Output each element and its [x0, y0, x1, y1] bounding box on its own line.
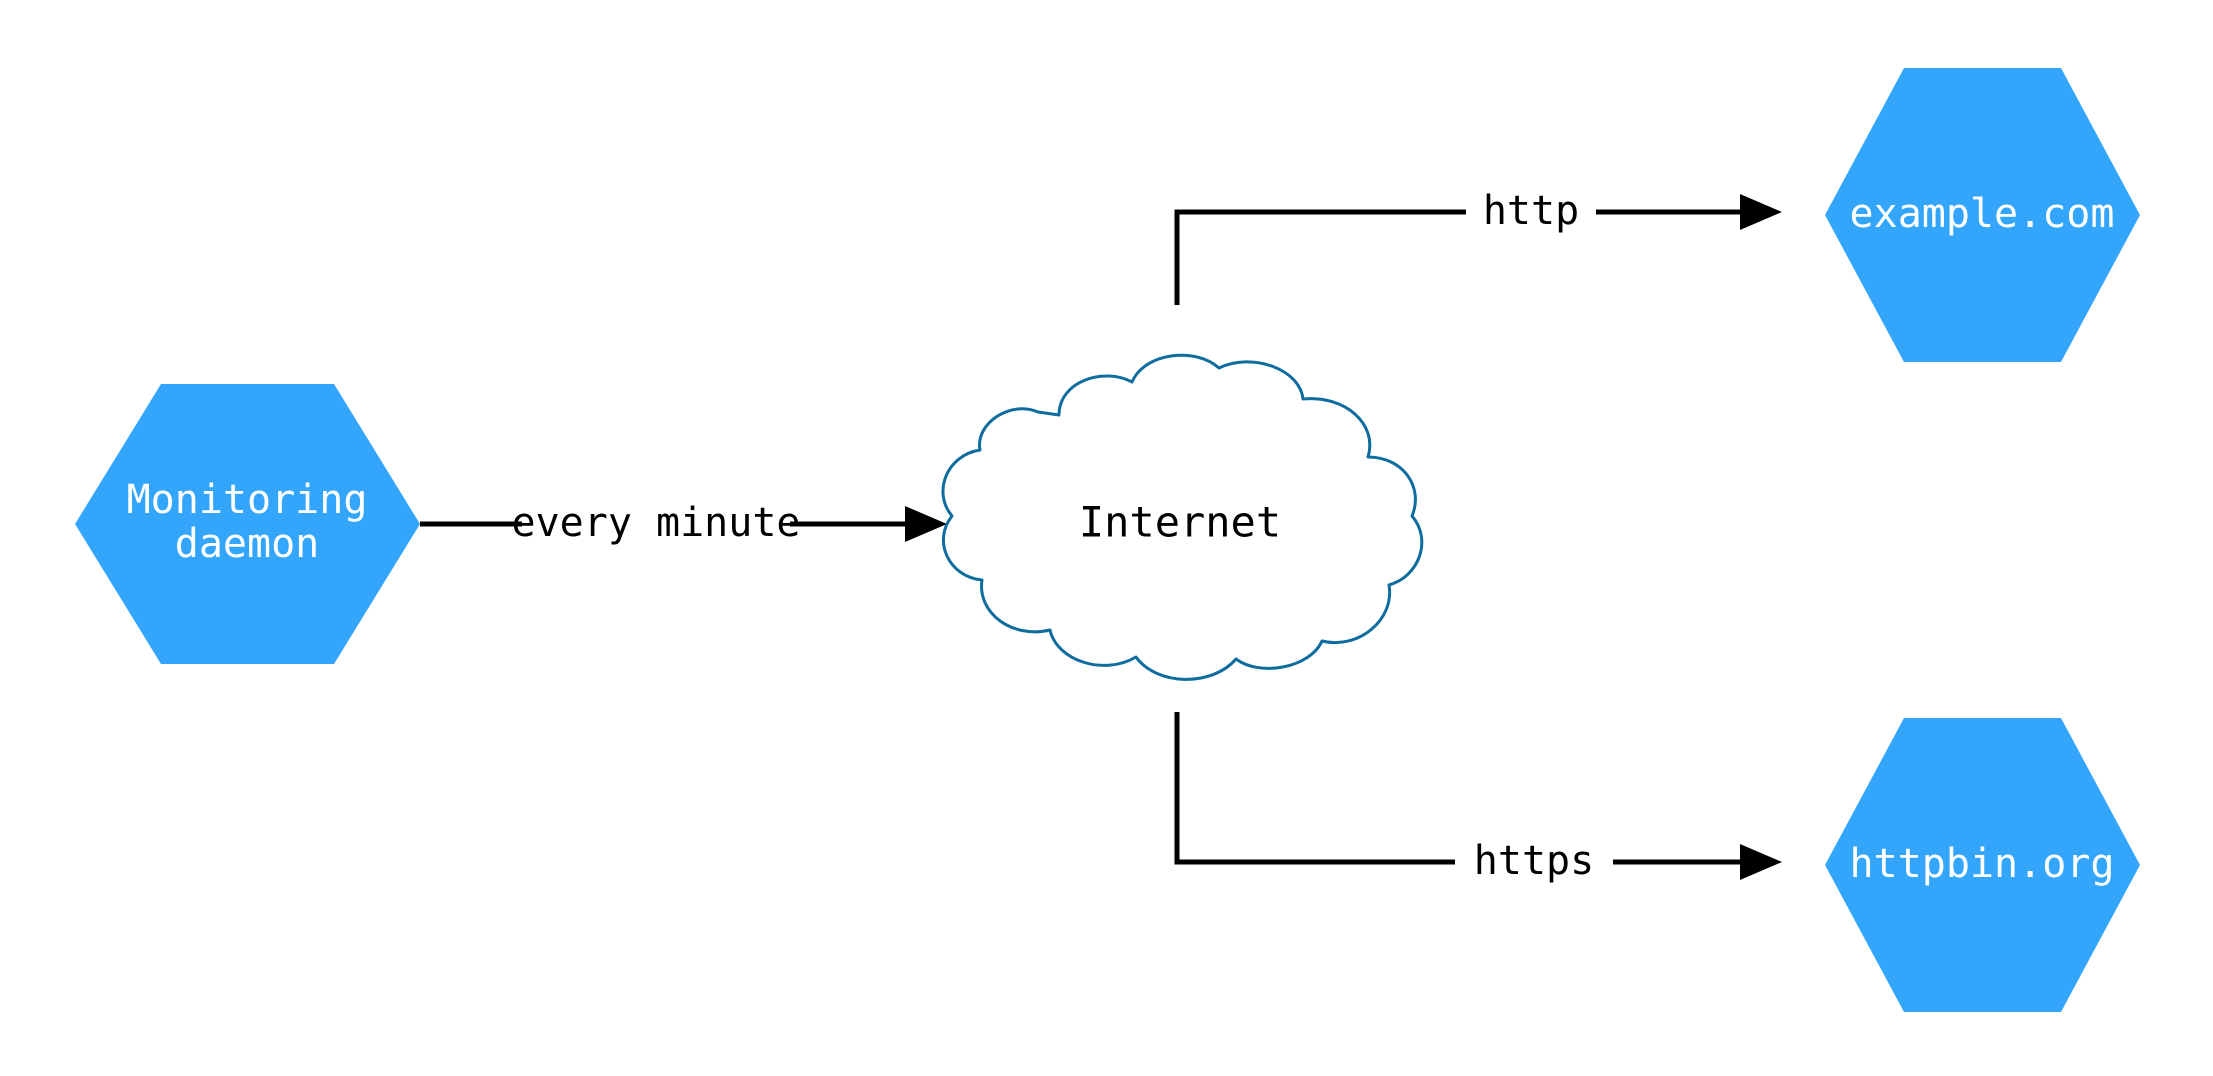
edge-internet-to-httpbin[interactable]: https: [1174, 712, 1782, 886]
node-httpbin-org[interactable]: httpbin.org: [1825, 718, 2140, 1012]
edge-daemon-to-internet-label-bg: [522, 500, 790, 548]
node-monitoring-daemon-hexagon: [75, 384, 420, 664]
node-example-com[interactable]: example.com: [1825, 68, 2140, 362]
edge-internet-to-httpbin-arrowhead: [1740, 844, 1782, 880]
node-monitoring-daemon-label-line2: daemon: [175, 521, 320, 567]
node-example-com-hexagon: [1825, 68, 2140, 362]
node-internet[interactable]: Internet: [941, 353, 1424, 681]
node-httpbin-org-hexagon: [1825, 718, 2140, 1012]
edge-daemon-to-internet-label: every minute: [512, 500, 801, 546]
node-monitoring-daemon-label-line1: Monitoring: [127, 477, 368, 523]
edge-internet-to-example-label-bg: [1466, 188, 1596, 236]
node-httpbin-org-label: httpbin.org: [1850, 841, 2115, 887]
node-internet-cloud: [941, 353, 1424, 681]
node-internet-label: Internet: [1079, 498, 1281, 547]
edge-internet-to-example-label: http: [1483, 188, 1579, 234]
edge-internet-to-httpbin-label-bg: [1455, 838, 1613, 886]
edge-internet-to-example[interactable]: http: [1174, 188, 1782, 305]
node-monitoring-daemon[interactable]: Monitoring daemon: [75, 384, 420, 664]
edge-internet-to-example-line: [1174, 209, 1740, 305]
node-example-com-label: example.com: [1850, 191, 2115, 237]
edge-internet-to-example-arrowhead: [1740, 194, 1782, 230]
edge-daemon-to-internet[interactable]: every minute: [420, 500, 947, 548]
edge-internet-to-httpbin-label: https: [1474, 838, 1594, 884]
edge-daemon-to-internet-arrowhead: [905, 506, 947, 542]
